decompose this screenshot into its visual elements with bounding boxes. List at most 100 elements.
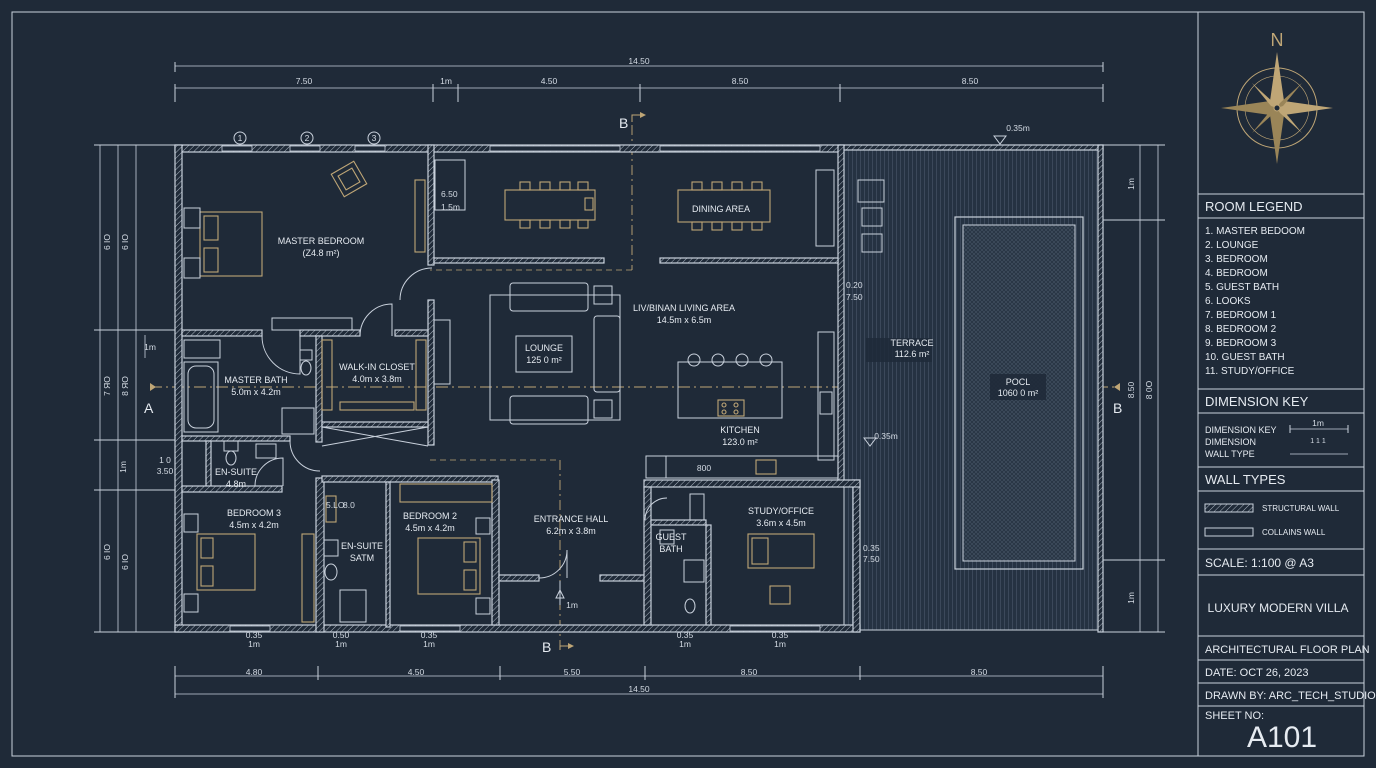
north-label: N [1271,30,1284,50]
dim-left-lower-2: 6 IO [120,554,130,570]
en-suite-2-label: EN-SUITE [341,541,383,551]
lounge-label: LOUNGE [525,343,563,353]
walk-in-closet-label: WALK-IN CLOSET [339,362,415,372]
scale-label: SCALE: 1:100 @ A3 [1205,556,1314,570]
grid-marker-1: 1 [238,133,243,143]
dim-bottom-small-5b: 1m [774,639,786,649]
curtain-wall-swatch [1204,527,1254,537]
section-marker-a-left: A [144,400,154,416]
dim-right-2: 8.50 [1126,381,1136,398]
legend-room-11: 11. STUDY/OFFICE [1205,366,1295,377]
dim-left-lower-1: 6 IO [102,544,112,560]
toilet-icon [223,349,696,614]
dim-bottom-seg-2: 4.50 [408,667,425,677]
bedroom2-size: 4.5m x 4.2m [405,523,455,533]
dim-top-overall: 14.50 [628,56,650,66]
walls [174,144,1104,633]
walk-in-closet-size: 4.0m x 3.8m [352,374,402,384]
ensuite2-cabinet-icon [325,495,337,523]
left-dimensions: 6 IO 6 IO 7 ЯО 8 ЯО 6 IO 6 IO 1m 1m 1 0 … [94,144,175,633]
living-side-dim-a: 0.20 [846,280,863,290]
guest-bath-sink-icon [683,559,705,583]
living-side-dim-b: 7.50 [846,292,863,302]
dining-table-icon [504,181,596,229]
dim-bottom-small-3b: 1m [423,639,435,649]
section-marker-b-top: B [619,115,628,131]
dim-left-small-4: 3.50 [157,466,174,476]
dim-left-middle-2: 8 ЯО [120,376,130,396]
bedroom3-size: 4.5m x 4.2m [229,520,279,530]
dimension-key-row-1: DIMENSION KEY [1205,425,1277,435]
dim-right-3: 8 0O [1144,380,1154,399]
sheet-number: A101 [1247,721,1317,754]
desk-icon [747,533,815,605]
curtain-wall-label: COLLAINS WALL [1262,528,1326,537]
room-legend: ROOM LEGEND 1. MASTER BEDOOM 2. LOUNGE 3… [1198,193,1364,377]
structural-wall-label: STRUCTURAL WALL [1262,504,1340,513]
door-swing-icon [254,267,668,605]
dim-left-middle-1: 7 ЯО [102,376,112,396]
kitchen-area: 123.0 m² [722,437,758,447]
ensuite2-shower-icon [339,589,367,623]
bedroom2-bed-icon [399,483,493,615]
pool-label: POCL [1006,377,1031,387]
wall-types: WALL TYPES STRUCTURAL WALL COLLAINS WALL [1198,466,1364,537]
dim-left-upper-1: 6 IO [102,234,112,250]
dim-bottom-small-5a: 0.35 [772,630,789,640]
dining-side-panel [434,159,466,211]
dim-right-1: 1m [1126,178,1136,190]
legend-room-4: 4. BEDROOM [1205,268,1268,279]
dresser-icon [271,317,353,331]
master-bedroom-area: (Z4.8 m²) [303,248,340,258]
dining-table-2-icon [677,181,771,231]
ensuite2-dim-a: 5.LO [326,500,345,510]
living-area-size: 14.5m x 6.5m [657,315,712,325]
dim-bottom-small-2a: 0.50 [333,630,350,640]
dim-top-seg-5: 8.50 [962,76,979,86]
grid-markers: 1 2 3 [233,131,381,145]
dining-side-dim-a: 6.50 [441,189,458,199]
master-bath-size: 5.0m x 4.2m [231,387,281,397]
armchair-icon [330,160,368,198]
guest-bath-label: GUEST [655,532,687,542]
dim-top-seg-4: 8.50 [732,76,749,86]
bottom-dimensions: 4.80 4.50 5.50 8.50 8.50 14.50 0.35 1m 0… [174,630,1104,698]
dim-left-small-2: 1m [118,461,128,473]
dimension-key-scale: 1m [1312,418,1324,428]
section-marker-b-bottom: B [542,639,551,655]
en-suite-2-sub: SATM [350,553,374,563]
legend-room-2: 2. LOUNGE [1205,240,1259,251]
closet-rail-icon [321,339,427,411]
dim-bottom-small-1b: 1m [248,639,260,649]
ensuite2-dim-b: 8.0 [343,500,355,510]
dim-left-upper-2: 6 IO [120,234,130,250]
dim-bottom-small-3a: 0.35 [421,630,438,640]
kitchen-island-icon [645,331,839,479]
dimension-key: DIMENSION KEY 1m DIMENSION KEY DIMENSION… [1198,388,1364,459]
dim-left-small-3: 1 0 [159,455,171,465]
dim-bottom-small-1a: 0.35 [246,630,263,640]
study-side-dim-a: 0.35 [863,543,880,553]
kitchen-tag: 800 [697,463,711,473]
dimension-key-sample: 1 1 1 [1310,438,1326,445]
study-office-label: STUDY/OFFICE [748,506,814,516]
legend-room-3: 3. BEDROOM [1205,254,1268,265]
dim-top-seg-2: 1m [440,76,452,86]
dim-bottom-seg-3: 5.50 [564,667,581,677]
compass-rose-icon: N [1221,30,1333,164]
dim-bottom-small-2b: 1m [335,639,347,649]
wardrobe-icon [414,179,426,253]
bedroom2-label: BEDROOM 2 [403,511,457,521]
drawn-by: DRAWN BY: ARC_TECH_STUDIO [1205,690,1376,702]
dining-side-dim-b: 1.5m [441,202,460,212]
dim-bottom-small-4a: 0.35 [677,630,694,640]
bed-icon [183,207,263,279]
room-labels: MASTER BEDROOM (Z4.8 m²) DINING AREA LIV… [215,200,814,563]
pool-area-value: 1060 0 m² [998,388,1039,398]
drawing-date: DATE: OCT 26, 2023 [1205,667,1309,679]
project-name: LUXURY MODERN VILLA [1208,601,1349,615]
kitchen-label: KITCHEN [720,425,760,435]
dim-bottom-overall: 14.50 [628,684,650,694]
dimension-key-row-2: DIMENSION [1205,437,1256,447]
